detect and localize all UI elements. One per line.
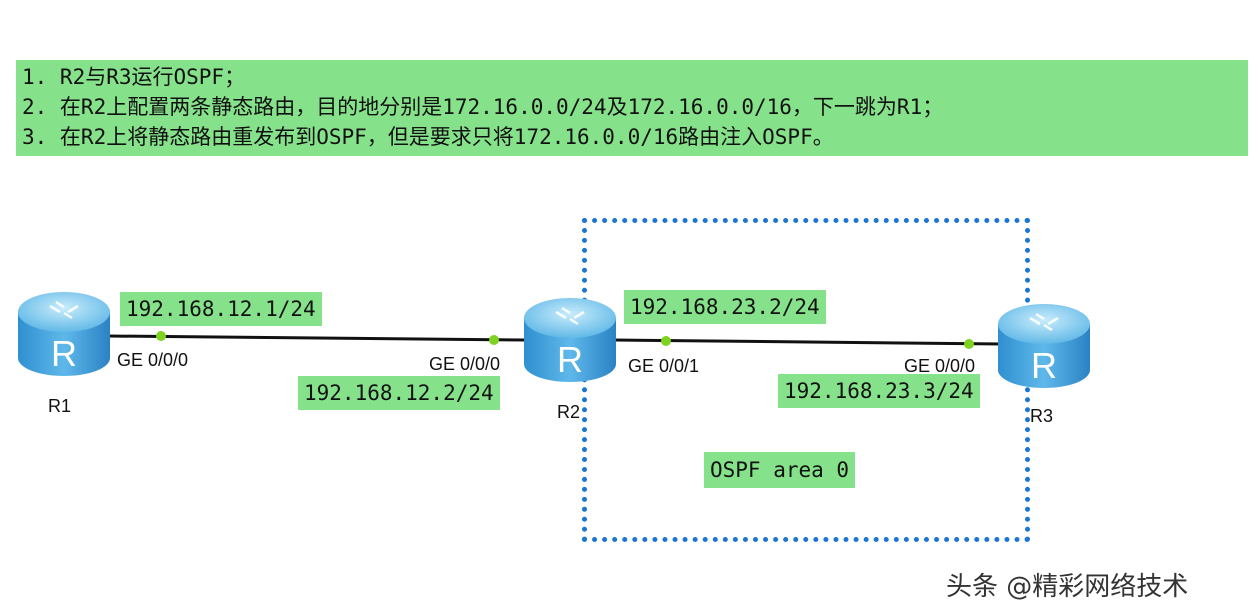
router-r1[interactable]: R — [14, 286, 114, 382]
router-icon: R — [18, 292, 110, 376]
watermark-text: 头条 @精彩网络技术 — [946, 572, 1189, 602]
router-icon: R — [524, 298, 616, 382]
router-name-r1: R1 — [48, 396, 72, 416]
ip-label-r2-ge000: 192.168.12.2/24 — [298, 376, 500, 410]
port-dot-r1-ge000 — [156, 331, 166, 341]
task-line-2: 2. 在R2上配置两条静态路由，目的地分别是172.16.0.0/24及172.… — [22, 95, 944, 119]
ospf-area-label: OSPF area 0 — [704, 452, 856, 488]
router-name-r3: R3 — [1030, 406, 1054, 426]
port-label-r1-ge000: GE 0/0/0 — [117, 350, 189, 370]
port-dot-r2-ge001 — [661, 336, 671, 346]
task-description-box: 1. R2与R3运行OSPF； 2. 在R2上配置两条静态路由，目的地分别是17… — [16, 60, 1248, 156]
port-dot-r2-ge000 — [489, 335, 499, 345]
router-letter: R — [51, 333, 77, 374]
port-label-r2-ge000: GE 0/0/0 — [429, 354, 501, 374]
link-r1-r2 — [107, 334, 525, 342]
router-icon: R — [998, 304, 1090, 388]
ip-label-r1-ge000: 192.168.12.1/24 — [120, 292, 322, 326]
router-letter: R — [1031, 345, 1057, 386]
ip-label-r2-ge001: 192.168.23.2/24 — [624, 290, 826, 324]
router-r3[interactable]: R — [994, 298, 1094, 394]
task-line-1: 1. R2与R3运行OSPF； — [22, 65, 246, 89]
router-r2[interactable]: R — [520, 292, 620, 388]
port-label-r3-ge000: GE 0/0/0 — [904, 356, 976, 376]
port-dot-r3-ge000 — [964, 339, 974, 349]
router-letter: R — [557, 339, 583, 380]
link-r2-r3 — [613, 338, 1003, 346]
router-name-r2: R2 — [557, 402, 581, 422]
port-label-r2-ge001: GE 0/0/1 — [628, 356, 700, 376]
ip-label-r3-ge000: 192.168.23.3/24 — [778, 374, 980, 408]
task-line-3: 3. 在R2上将静态路由重发布到OSPF，但是要求只将172.16.0.0/16… — [22, 125, 834, 149]
